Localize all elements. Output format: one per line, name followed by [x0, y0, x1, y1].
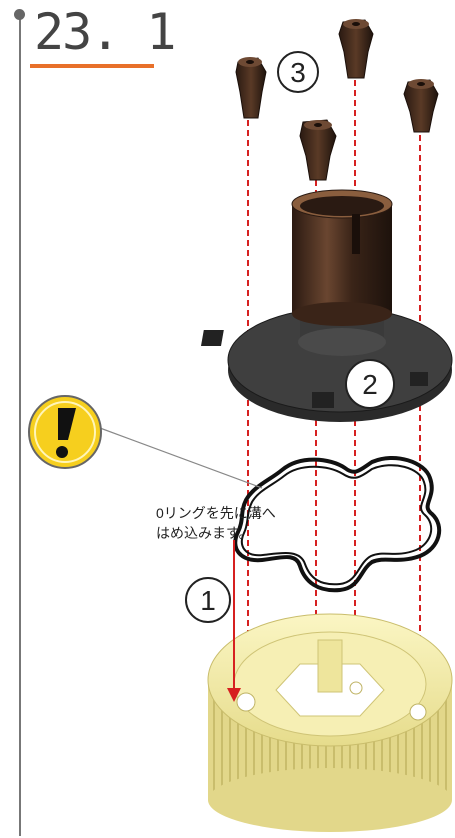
warning-leader-line: [99, 427, 263, 489]
svg-text:1: 1: [200, 585, 216, 616]
screw-top-left: [235, 57, 267, 119]
instruction-note: 0リングを先に溝へ はめ込みます。: [156, 503, 276, 543]
cup-flange-part: [200, 189, 453, 422]
spur-gear: [207, 613, 453, 832]
callout-2: 2: [345, 359, 395, 409]
screw-top-center: [338, 19, 374, 79]
exclamation-warning-icon: [28, 395, 102, 469]
instruction-line-2: はめ込みます。: [156, 525, 253, 541]
instruction-line-1: 0リングを先に溝へ: [156, 505, 276, 521]
step-underline: [30, 64, 154, 68]
callout-3: 3: [277, 51, 319, 93]
top-dot: [14, 9, 25, 20]
o-ring: [233, 456, 442, 593]
screw-middle: [299, 119, 337, 181]
screw-right: [403, 79, 439, 133]
left-rule: [19, 14, 21, 836]
callout-1: 1: [185, 577, 231, 623]
insertion-arrow: [227, 540, 241, 702]
step-number: 23. 1: [34, 3, 177, 61]
svg-text:3: 3: [290, 57, 306, 88]
svg-text:2: 2: [362, 369, 378, 400]
